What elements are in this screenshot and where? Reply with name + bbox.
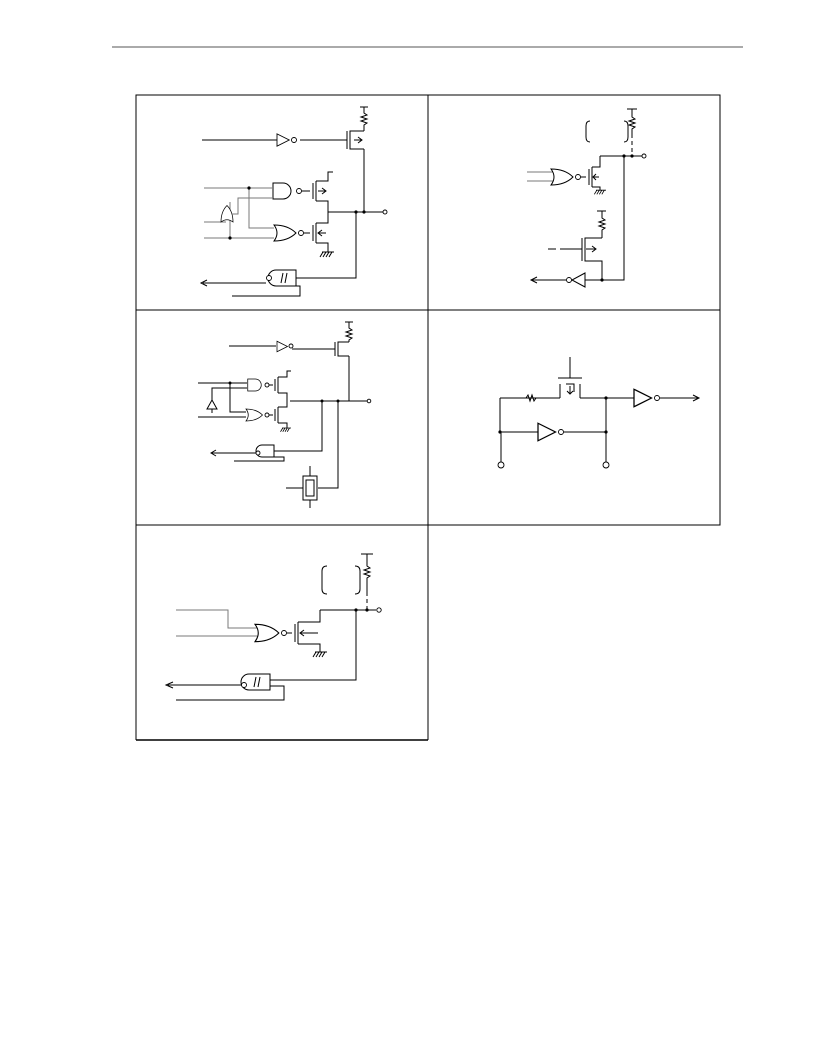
panel-1-circuit [199, 106, 388, 297]
panel-2-circuit [527, 108, 647, 288]
panel-5-circuit [164, 553, 382, 701]
panel-4-circuit [497, 357, 701, 469]
panel-3-circuit [198, 321, 372, 508]
figure-frame [135, 94, 721, 741]
